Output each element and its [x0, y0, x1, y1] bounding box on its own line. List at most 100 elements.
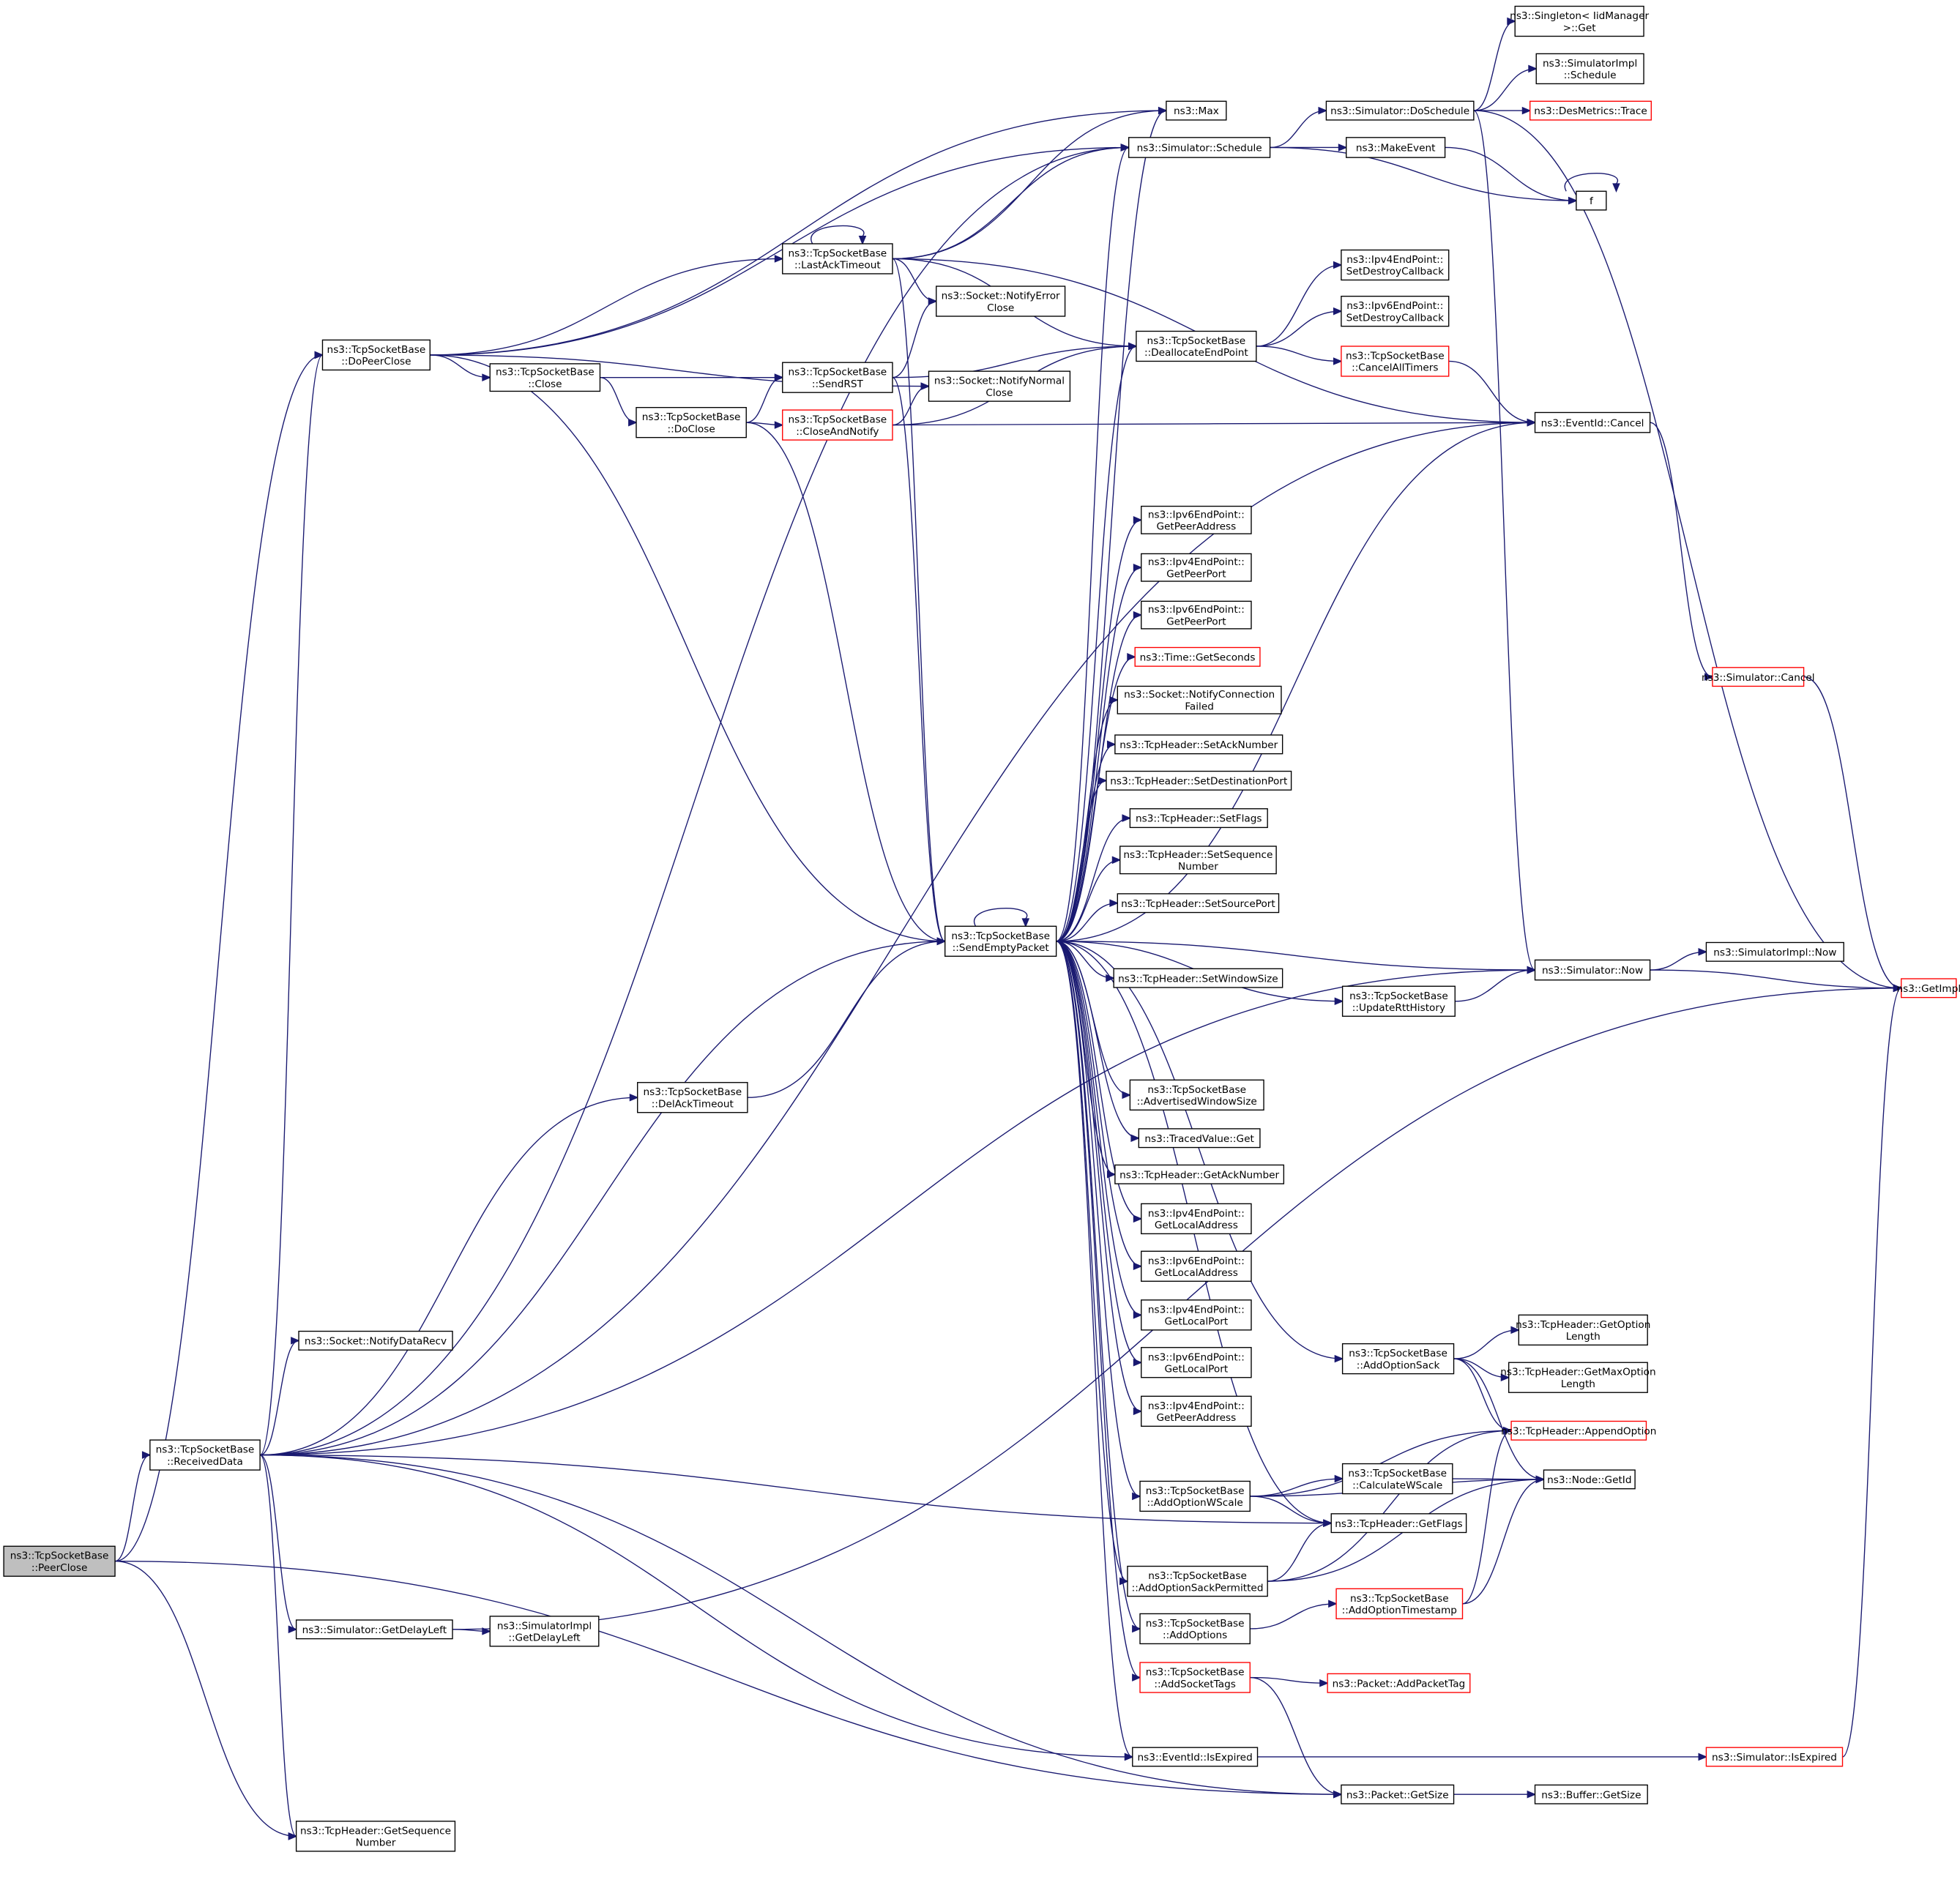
node-close[interactable]: ns3::TcpSocketBase::Close [489, 363, 601, 392]
node-box[interactable] [1141, 1347, 1252, 1378]
node-timegetseconds[interactable]: ns3::Time::GetSeconds [1134, 646, 1261, 667]
node-box[interactable] [1141, 1203, 1252, 1235]
node-box[interactable] [1529, 100, 1652, 121]
node-simcancel[interactable]: ns3::Simulator::Cancel [1702, 667, 1815, 687]
node-addoptionsack[interactable]: ns3::TcpSocketBase::AddOptionSack [1341, 1343, 1455, 1375]
node-box[interactable] [1132, 1747, 1259, 1767]
node-ipv6getpeeraddress[interactable]: ns3::Ipv6EndPoint::GetPeerAddress [1141, 505, 1252, 534]
node-box[interactable] [1141, 600, 1252, 630]
node-box[interactable] [782, 243, 893, 275]
node-box[interactable] [636, 406, 747, 438]
node-appendoption[interactable]: ns3::TcpHeader::AppendOption [1501, 1420, 1656, 1441]
node-calculatewscale[interactable]: ns3::TcpSocketBase::CalculateWScale [1341, 1463, 1453, 1495]
node-getdelayleft[interactable]: ns3::Simulator::GetDelayLeft [295, 1619, 453, 1640]
node-box[interactable] [936, 285, 1066, 317]
node-box[interactable] [1346, 137, 1446, 158]
node-box[interactable] [295, 1619, 453, 1640]
node-box[interactable] [1341, 985, 1456, 1017]
node-setsourceport[interactable]: ns3::TcpHeader::SetSourcePort [1117, 893, 1280, 914]
node-box[interactable] [149, 1439, 261, 1471]
node-receiveddata[interactable]: ns3::TcpSocketBase::ReceivedData [149, 1439, 261, 1471]
node-box[interactable] [1534, 1784, 1648, 1804]
node-box[interactable] [489, 1616, 600, 1647]
node-advwindowsize[interactable]: ns3::TcpSocketBase::AdvertisedWindowSize [1129, 1079, 1264, 1111]
node-simisexpired[interactable]: ns3::Simulator::IsExpired [1705, 1747, 1844, 1767]
node-lastacktimeout[interactable]: ns3::TcpSocketBase::LastAckTimeout [782, 243, 893, 275]
node-box[interactable] [1138, 1128, 1261, 1149]
node-box[interactable] [1510, 1420, 1647, 1441]
node-box[interactable] [321, 339, 431, 371]
node-box[interactable] [944, 925, 1057, 957]
node-setdestport[interactable]: ns3::TcpHeader::SetDestinationPort [1106, 770, 1292, 791]
node-eventidcancel[interactable]: ns3::EventId::Cancel [1534, 411, 1651, 433]
node-box[interactable] [1141, 1395, 1252, 1427]
node-tracedvalueget[interactable]: ns3::TracedValue::Get [1138, 1128, 1261, 1149]
node-simimplschedule[interactable]: ns3::SimulatorImpl::Schedule [1535, 53, 1644, 85]
node-addoptionsackpermitted[interactable]: ns3::TcpSocketBase::AddOptionSackPermitt… [1127, 1565, 1268, 1597]
node-dopeerclose[interactable]: ns3::TcpSocketBase::DoPeerClose [321, 339, 431, 371]
node-box[interactable] [1534, 411, 1651, 433]
node-peerclose[interactable]: ns3::TcpSocketBase::PeerClose [3, 1545, 116, 1577]
node-box[interactable] [1113, 968, 1283, 988]
node-box[interactable] [1141, 553, 1252, 582]
node-box[interactable] [1901, 978, 1957, 999]
node-box[interactable] [1712, 667, 1805, 687]
node-box[interactable] [1514, 5, 1644, 37]
node-ipv4getlocalport[interactable]: ns3::Ipv4EndPoint::GetLocalPort [1141, 1299, 1252, 1331]
node-packetgetsize[interactable]: ns3::Packet::GetSize [1341, 1784, 1455, 1804]
node-doclose[interactable]: ns3::TcpSocketBase::DoClose [636, 406, 747, 438]
node-box[interactable] [1129, 808, 1268, 829]
node-box[interactable] [1117, 893, 1280, 914]
node-box[interactable] [295, 1821, 456, 1852]
node-box[interactable] [1141, 1299, 1252, 1331]
node-box[interactable] [1106, 770, 1292, 791]
node-nodegetid[interactable]: ns3::Node::GetId [1543, 1469, 1636, 1490]
node-sendrst[interactable]: ns3::TcpSocketBase::SendRST [782, 362, 893, 393]
node-addpackettag[interactable]: ns3::Packet::AddPacketTag [1327, 1673, 1471, 1693]
node-box[interactable] [1341, 296, 1450, 327]
node-box[interactable] [1141, 1250, 1252, 1282]
node-ipv4getpeeraddress[interactable]: ns3::Ipv4EndPoint::GetPeerAddress [1141, 1395, 1252, 1427]
node-deallocateendpoint[interactable]: ns3::TcpSocketBase::DeallocateEndPoint [1136, 330, 1257, 362]
node-box[interactable] [1139, 1480, 1251, 1512]
node-box[interactable] [1508, 1362, 1648, 1393]
node-box[interactable] [1127, 1565, 1268, 1597]
node-closeandnotify[interactable]: ns3::TcpSocketBase::CloseAndNotify [782, 409, 893, 441]
node-box[interactable] [1128, 137, 1271, 158]
node-ipv4setdestroy[interactable]: ns3::Ipv4EndPoint::SetDestroyCallback [1341, 249, 1450, 281]
node-box[interactable] [1341, 1343, 1455, 1375]
node-box[interactable] [1543, 1469, 1636, 1490]
node-box[interactable] [1114, 734, 1283, 755]
node-box[interactable] [1534, 959, 1651, 981]
node-cancelalltimers[interactable]: ns3::TcpSocketBase::CancelAllTimers [1341, 346, 1450, 377]
node-ipv6getlocalport[interactable]: ns3::Ipv6EndPoint::GetLocalPort [1141, 1347, 1252, 1378]
node-box[interactable] [1134, 646, 1261, 667]
node-box[interactable] [1141, 505, 1252, 534]
node-box[interactable] [1518, 1314, 1648, 1346]
node-box[interactable] [1576, 190, 1607, 211]
node-getacknumber[interactable]: ns3::TcpHeader::GetAckNumber [1114, 1164, 1285, 1184]
node-addsockettags[interactable]: ns3::TcpSocketBase::AddSocketTags [1139, 1662, 1251, 1693]
node-box[interactable] [1119, 846, 1277, 875]
node-box[interactable] [1325, 100, 1475, 121]
node-box[interactable] [3, 1545, 116, 1577]
node-schedule[interactable]: ns3::Simulator::Schedule [1128, 137, 1271, 158]
node-box[interactable] [1136, 330, 1257, 362]
node-buffergetsize[interactable]: ns3::Buffer::GetSize [1534, 1784, 1648, 1804]
node-box[interactable] [1535, 53, 1644, 85]
node-setacknumber[interactable]: ns3::TcpHeader::SetAckNumber [1114, 734, 1283, 755]
node-getflags[interactable]: ns3::TcpHeader::GetFlags [1330, 1513, 1467, 1534]
node-box[interactable] [298, 1330, 453, 1351]
node-box[interactable] [637, 1082, 748, 1113]
node-box[interactable] [1705, 941, 1844, 962]
node-box[interactable] [1139, 1662, 1251, 1693]
node-box[interactable] [1330, 1513, 1467, 1534]
node-max[interactable]: ns3::Max [1166, 100, 1227, 121]
node-notifydatarecv[interactable]: ns3::Socket::NotifyDataRecv [298, 1330, 453, 1351]
node-delacktimeout[interactable]: ns3::TcpSocketBase::DelAckTimeout [637, 1082, 748, 1113]
node-addoptions[interactable]: ns3::TcpSocketBase::AddOptions [1139, 1613, 1251, 1645]
